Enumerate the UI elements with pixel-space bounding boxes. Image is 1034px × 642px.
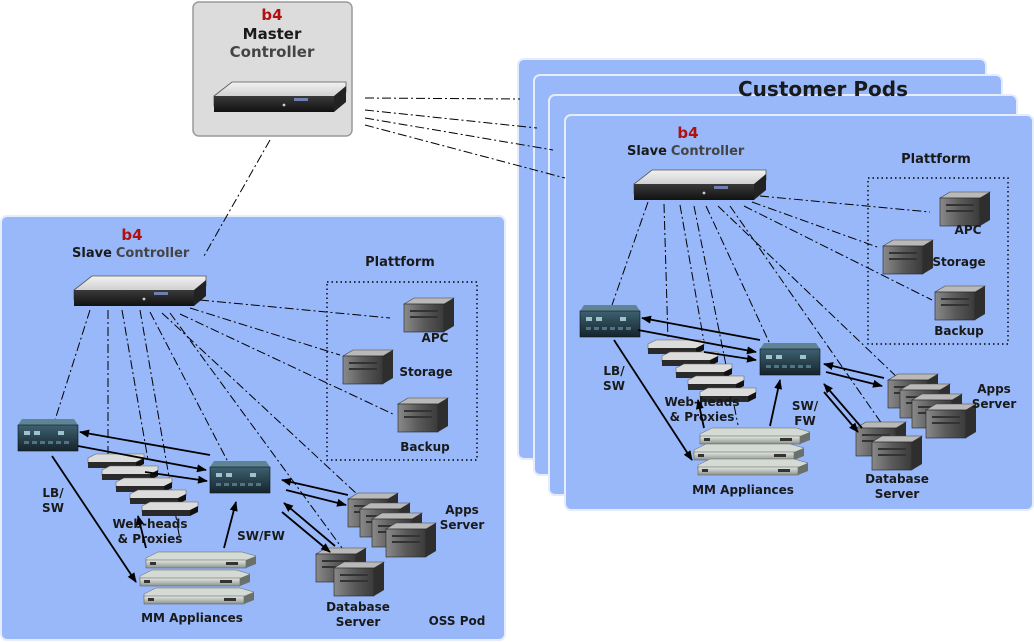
oss-pod-label: OSS Pod xyxy=(429,614,486,628)
oss-slave-brand: b4 xyxy=(121,226,142,244)
oss-storage-label: Storage xyxy=(399,365,452,379)
customer-slave-links xyxy=(611,195,933,426)
oss-lb-switch-icon xyxy=(17,418,79,452)
oss-mm-appliances-label: MM Appliances xyxy=(141,611,243,625)
customer-lb-label: LB/SW xyxy=(603,364,625,393)
customer-pods-title: Customer Pods xyxy=(738,77,908,101)
oss-arrows xyxy=(51,429,349,583)
backup-icon xyxy=(397,397,449,433)
storage-icon xyxy=(342,349,394,385)
customer-slave-brand: b4 xyxy=(677,124,698,142)
oss-slave-server-icon xyxy=(73,275,207,307)
customer-arrows xyxy=(613,315,885,461)
oss-apc-label: APC xyxy=(422,331,449,345)
master-brand: b4 xyxy=(261,6,282,24)
master-links xyxy=(203,97,566,257)
apc-icon xyxy=(939,191,991,227)
customer-sw-fw-label: SW/FW xyxy=(792,399,819,428)
master-label: Master xyxy=(243,25,302,43)
customer-slave-server-icon xyxy=(633,169,767,201)
apc-icon xyxy=(403,297,455,333)
customer-lb-switch-icon xyxy=(579,304,641,338)
controller-label: Controller xyxy=(230,43,315,61)
oss-backup-label: Backup xyxy=(400,440,450,454)
oss-sw-fw-label: SW/FW xyxy=(237,529,285,543)
storage-icon xyxy=(882,239,934,275)
master-controller: b4 Master Controller xyxy=(192,1,353,137)
oss-sw-fw-icon xyxy=(209,460,271,494)
oss-platform: Plattform APC Storage Backup xyxy=(326,255,478,461)
customer-apc-label: APC xyxy=(955,223,982,237)
oss-platform-boundary xyxy=(326,281,478,461)
customer-platform: Plattform APC Storage Backup xyxy=(867,152,1009,345)
oss-platform-title: Plattform xyxy=(365,255,435,270)
customer-mm-appliances-label: MM Appliances xyxy=(692,483,794,497)
master-server-icon xyxy=(213,81,347,113)
customer-platform-title: Plattform xyxy=(901,152,971,167)
oss-web-heads-label: Web-heads& Proxies xyxy=(112,517,187,546)
oss-mm-appliances-icon xyxy=(139,551,257,605)
customer-sw-fw-icon xyxy=(759,342,821,376)
customer-mm-appliances-icon xyxy=(693,427,811,476)
customer-backup-label: Backup xyxy=(934,324,984,338)
backup-icon xyxy=(934,285,986,321)
oss-lb-label: LB/SW xyxy=(42,486,64,515)
customer-storage-label: Storage xyxy=(932,255,985,269)
